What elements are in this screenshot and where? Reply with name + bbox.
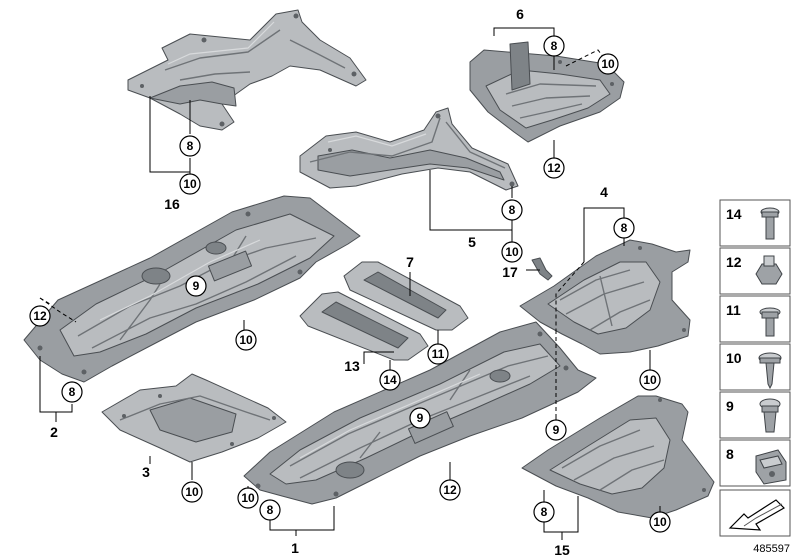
- callout-8-part16: 8: [187, 139, 194, 153]
- callout-14-part13: 14: [383, 373, 397, 387]
- part-7-brace-frame: [343, 261, 469, 331]
- callout-8-part5: 8: [509, 203, 516, 217]
- callout-10-part3: 10: [185, 485, 199, 499]
- document-id: 485597: [753, 543, 790, 555]
- part-5-rail-shield: [299, 107, 519, 191]
- callout-9-part2: 9: [193, 279, 200, 293]
- ref-4: 4: [600, 184, 608, 200]
- callout-8-part15: 8: [541, 505, 548, 519]
- torx-bolt-icon: [760, 207, 780, 240]
- legend-item-8: 8: [719, 439, 791, 487]
- clip-nut-icon: [755, 449, 787, 485]
- legend-direction-arrow: [719, 489, 791, 537]
- part-3-front-panel: [101, 373, 287, 463]
- callout-10-part2: 10: [239, 333, 253, 347]
- callout-12-part6: 12: [547, 161, 561, 175]
- part-4-side-panel: [519, 239, 691, 355]
- part-16-rail-shield: [127, 9, 367, 131]
- legend-item-12: 12: [719, 247, 791, 295]
- legend-label-14: 14: [726, 206, 742, 222]
- ref-13: 13: [344, 358, 360, 374]
- front-direction-arrow-icon: [728, 499, 785, 531]
- legend-label-11: 11: [726, 302, 741, 318]
- ref-17: 17: [502, 264, 518, 280]
- ref-3: 3: [142, 464, 150, 480]
- ref-16: 16: [164, 196, 180, 212]
- callout-8-part1: 8: [267, 503, 274, 517]
- self-tapping-screw-icon: [758, 352, 782, 390]
- part-6-tray: [469, 41, 625, 143]
- callout-9-part1: 9: [417, 411, 424, 425]
- ref-1: 1: [291, 540, 299, 556]
- ref-2: 2: [50, 424, 58, 440]
- callout-8-part4: 8: [621, 221, 628, 235]
- callout-9-part4: 9: [553, 423, 560, 437]
- callout-10-part6: 10: [601, 57, 615, 71]
- ref-7: 7: [406, 254, 414, 270]
- part-15-side-panel: [521, 395, 715, 519]
- callout-11-part7: 11: [432, 347, 445, 361]
- callout-8-part6: 8: [551, 39, 558, 53]
- legend-label-9: 9: [726, 398, 734, 414]
- leader-lines: [39, 27, 661, 540]
- fastener-legend: 14 12 11: [719, 199, 791, 555]
- callout-8-part2: 8: [69, 385, 76, 399]
- circled-callouts: 8 10 8 10 12 8 10 8 10 9 12 8 10 10 11: [29, 35, 671, 533]
- callout-10-part15: 10: [653, 515, 667, 529]
- flange-bolt-icon: [759, 307, 781, 337]
- reference-numbers: 1 2 3 4 5 6 7 13 15 16 17: [50, 6, 608, 558]
- ref-15: 15: [554, 542, 570, 558]
- callout-10-part5: 10: [505, 245, 519, 259]
- ref-5: 5: [468, 234, 476, 250]
- ref-6: 6: [516, 6, 524, 22]
- callout-10-part16: 10: [183, 177, 197, 191]
- legend-label-12: 12: [726, 254, 742, 270]
- expanding-rivet-icon: [759, 398, 781, 433]
- legend-label-10: 10: [726, 350, 742, 366]
- part-13-brace-frame: [299, 291, 429, 361]
- part-17-bracket: [531, 257, 553, 281]
- callout-12-part2: 12: [33, 309, 47, 323]
- hex-nut-icon: [755, 255, 783, 285]
- callout-10-part1: 10: [241, 491, 255, 505]
- legend-item-10: 10: [719, 343, 791, 391]
- callout-10-part4: 10: [643, 373, 657, 387]
- legend-label-8: 8: [726, 446, 734, 462]
- legend-item-11: 11: [719, 295, 791, 343]
- legend-item-14: 14: [719, 199, 791, 247]
- callout-12-part1: 12: [443, 483, 457, 497]
- legend-item-9: 9: [719, 391, 791, 439]
